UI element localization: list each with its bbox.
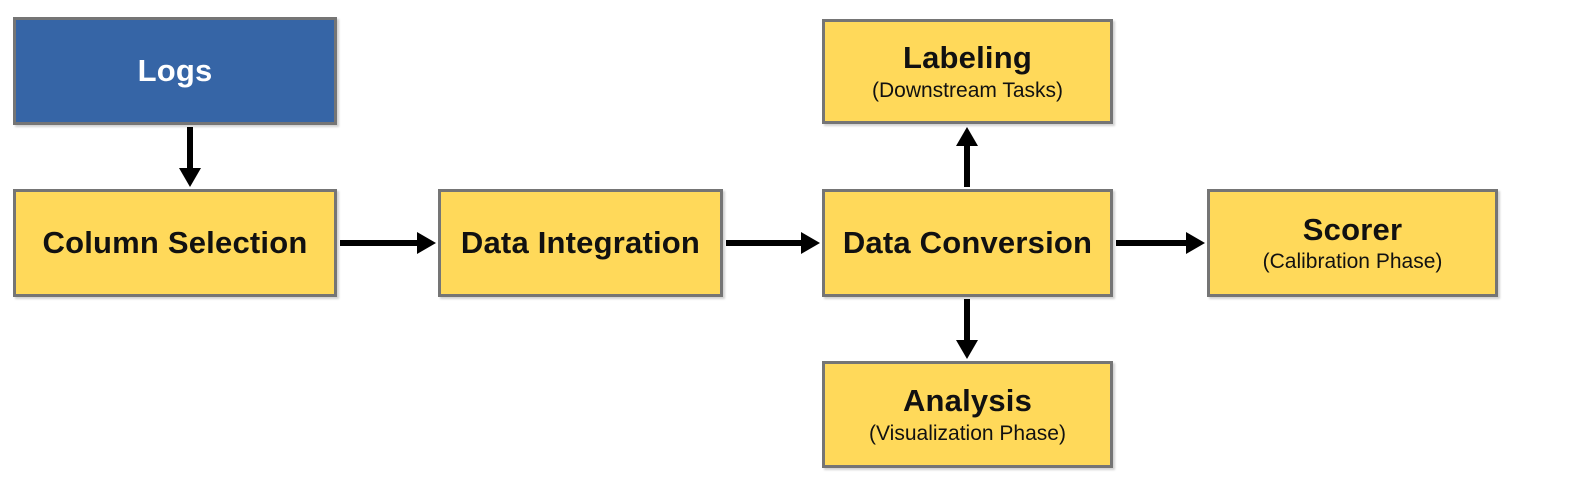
node-data-integration-label: Data Integration xyxy=(460,225,701,261)
arrow-column-selection-to-data-integration xyxy=(340,232,436,254)
arrow-data-integration-to-data-conversion xyxy=(726,232,820,254)
node-labeling-label: Labeling xyxy=(902,40,1033,76)
arrow-data-conversion-to-labeling xyxy=(956,127,978,187)
arrow-data-conversion-to-analysis xyxy=(956,299,978,359)
node-labeling: Labeling (Downstream Tasks) xyxy=(822,19,1113,124)
node-data-conversion: Data Conversion xyxy=(822,189,1113,297)
node-data-conversion-label: Data Conversion xyxy=(842,225,1093,261)
arrow-data-conversion-to-scorer xyxy=(1116,232,1205,254)
node-labeling-sublabel: (Downstream Tasks) xyxy=(872,78,1063,102)
node-analysis-label: Analysis xyxy=(902,383,1033,419)
node-column-selection: Column Selection xyxy=(13,189,337,297)
node-scorer: Scorer (Calibration Phase) xyxy=(1207,189,1498,297)
node-logs-label: Logs xyxy=(137,53,213,89)
node-scorer-sublabel: (Calibration Phase) xyxy=(1262,250,1443,274)
node-column-selection-label: Column Selection xyxy=(42,225,308,261)
node-data-integration: Data Integration xyxy=(438,189,723,297)
node-logs: Logs xyxy=(13,17,337,125)
node-scorer-label: Scorer xyxy=(1302,211,1403,247)
node-analysis-sublabel: (Visualization Phase) xyxy=(869,421,1066,445)
arrow-logs-to-column-selection xyxy=(179,127,201,187)
node-analysis: Analysis (Visualization Phase) xyxy=(822,361,1113,468)
